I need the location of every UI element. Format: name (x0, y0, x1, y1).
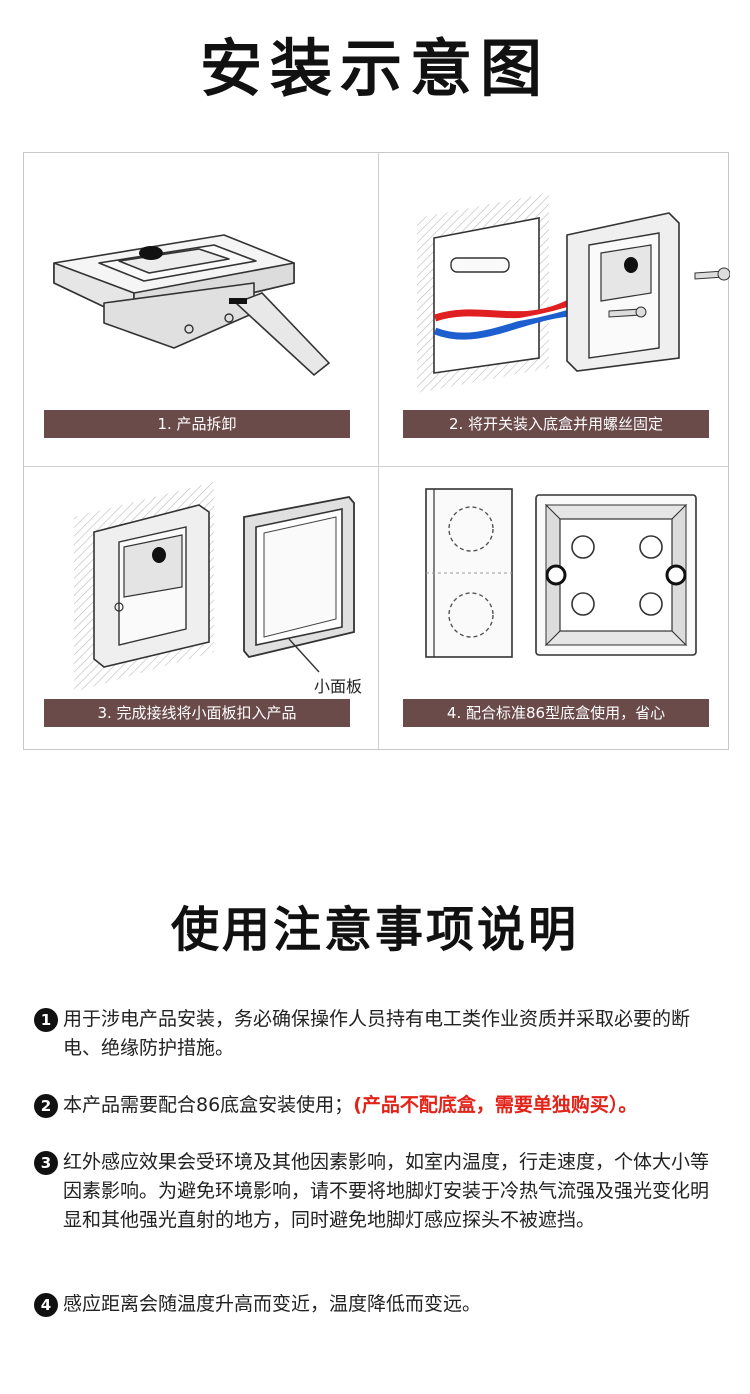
note-text-1: 用于涉电产品安装，务必确保操作人员持有电工类作业资质并采取必要的断电、绝缘防护措… (63, 1008, 691, 1059)
step-4-cell: 4. 配合标准86型底盒使用，省心 (379, 467, 730, 751)
note-item-2: 2 本产品需要配合86底盒安装使用；(产品不配底盒，需要单独购买）。 (34, 1091, 724, 1120)
notes-title: 使用注意事项说明 (170, 902, 579, 958)
step-4-illustration (425, 488, 697, 658)
note-text-3: 红外感应效果会受环境及其他因素影响，如室内温度，行走速度，个体大小等因素影响。为… (63, 1151, 710, 1231)
note-number-3: 3 (34, 1151, 58, 1175)
step-2-cell: 2. 将开关装入底盒并用螺丝固定 (379, 153, 730, 466)
step-3-cell: 小面板 3. 完成接线将小面板扣入产品 (24, 467, 378, 751)
install-title: 安装示意图 (199, 32, 550, 105)
step-1-caption: 1. 产品拆卸 (44, 410, 350, 438)
note-number-1: 1 (34, 1008, 58, 1032)
note-item-4: 4 感应距离会随温度升高而变近，温度降低而变远。 (34, 1290, 724, 1319)
grid-divider-vertical (378, 153, 379, 749)
note-text-4: 感应距离会随温度升高而变近，温度降低而变远。 (63, 1293, 482, 1315)
step-2-caption: 2. 将开关装入底盒并用螺丝固定 (403, 410, 709, 438)
small-panel-label: 小面板 (314, 677, 363, 696)
note-number-4: 4 (34, 1293, 58, 1317)
note-item-1: 1 用于涉电产品安装，务必确保操作人员持有电工类作业资质并采取必要的断电、绝缘防… (34, 1005, 724, 1063)
step-2-illustration (417, 193, 730, 393)
install-diagram-grid: 1. 产品拆卸 2. 将开关装入底盒并用螺丝固定 (23, 152, 730, 751)
note-number-2: 2 (34, 1094, 58, 1118)
step-3-caption: 3. 完成接线将小面板扣入产品 (44, 699, 350, 727)
note-text-2: 本产品需要配合86底盒安装使用； (63, 1094, 354, 1116)
note-highlight-2: (产品不配底盒，需要单独购买）。 (353, 1094, 638, 1116)
note-item-3: 3 红外感应效果会受环境及其他因素影响，如室内温度，行走速度，个体大小等因素影响… (34, 1148, 724, 1235)
step-1-cell: 1. 产品拆卸 (24, 153, 378, 466)
step-1-illustration (53, 234, 331, 377)
step-4-caption: 4. 配合标准86型底盒使用，省心 (403, 699, 709, 727)
grid-divider-horizontal (24, 466, 728, 467)
step-3-illustration (74, 482, 355, 692)
